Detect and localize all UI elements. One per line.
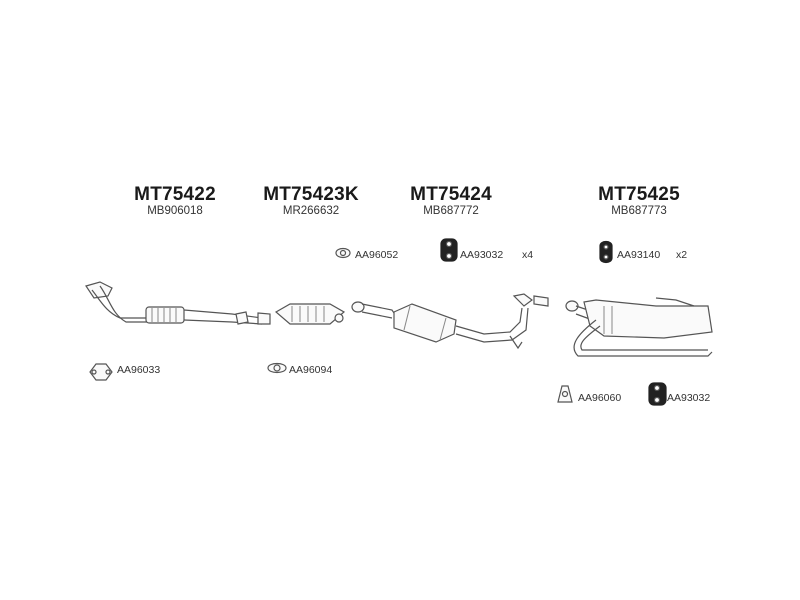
oem-number-rear-silencer: MB687773 [611,205,667,217]
oem-number-front-pipe: MB906018 [147,205,203,217]
oem-number-catalytic-converter: MR266632 [282,205,340,217]
accessory-code-hanger: AA93140 [617,249,661,261]
gasket-icon [335,247,351,259]
rubber-mount-icon [648,382,667,406]
part-number-catalytic-converter: MT75423K [263,184,359,205]
middle-silencer-drawing [351,293,549,350]
rear-silencer-drawing [565,297,713,357]
accessory-code-rubber-mount: AA93032 [460,249,504,261]
hanger-icon [599,240,613,264]
accessory-code-flange-gasket: AA96033 [117,364,161,376]
accessory-code-gasket: AA96052 [355,249,399,261]
accessory-code-gasket: AA96094 [289,364,333,376]
clamp-icon [557,385,573,403]
gasket-icon [267,362,287,374]
oem-number-middle-silencer: MB687772 [423,205,479,217]
accessory-quantity: x4 [522,249,534,261]
accessory-quantity: x2 [676,249,688,261]
part-number-middle-silencer: MT75424 [410,184,492,205]
flange-gasket-icon [89,363,113,381]
front-pipe-drawing [85,281,271,325]
rubber-mount-icon [440,238,458,262]
accessory-code-clamp: AA96060 [578,392,622,404]
part-number-rear-silencer: MT75425 [598,184,680,205]
accessory-code-rubber-mount: AA93032 [667,392,711,404]
catalytic-converter-drawing [274,303,346,325]
part-number-front-pipe: MT75422 [134,184,216,205]
